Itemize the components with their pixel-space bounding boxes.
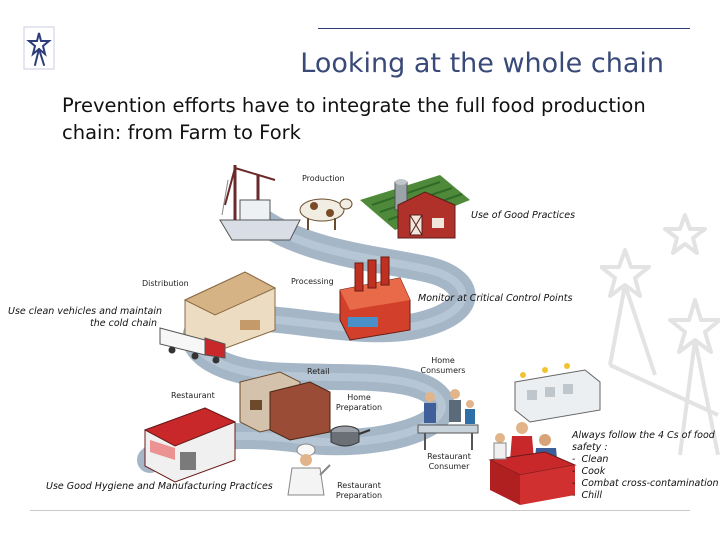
note-good-practices: Use of Good Practices (471, 210, 576, 221)
label-restaurant: Restaurant (171, 391, 215, 400)
label-production: Production (302, 174, 345, 183)
food-chain-illustration (0, 160, 720, 510)
stars-watermark-icon (599, 205, 720, 465)
logo-icon (22, 25, 56, 71)
restaurant-diners-icon (488, 422, 577, 505)
farm-barn-icon (360, 175, 470, 239)
label-restaurant-consumer: Restaurant Consumer (427, 452, 471, 471)
label-processing: Processing (291, 277, 334, 286)
label-home-consumers: Home Consumers (420, 356, 466, 375)
restaurant-building-icon (143, 407, 237, 483)
label-distribution: Distribution (142, 279, 189, 288)
cooking-pot-icon (330, 425, 371, 447)
label-retail: Retail (307, 367, 330, 376)
slide-title: Looking at the whole chain (300, 48, 664, 79)
label-restaurant-preparation: Restaurant Preparation (335, 481, 383, 500)
warehouse-icon (183, 271, 277, 353)
note-critical-control: Monitor at Critical Control Points (418, 293, 573, 304)
label-home-preparation: Home Preparation (335, 393, 383, 412)
four-cs-list: - Clean - Cook - Combat cross-contaminat… (572, 454, 720, 502)
title-rule (318, 28, 690, 29)
kitchen-icon (514, 363, 601, 423)
fishing-boat-icon (219, 165, 301, 241)
chef-icon (287, 443, 331, 496)
cow-icon (299, 198, 353, 230)
four-cs-intro-line1: Always follow the 4 Cs of food (572, 430, 715, 441)
four-cs-item: - Combat cross-contamination (572, 478, 719, 489)
note-cold-chain-line1: Use clean vehicles and maintain (8, 306, 162, 317)
slide-subtitle: Prevention efforts have to integrate the… (62, 94, 646, 144)
bottom-rule (30, 510, 690, 511)
note-cold-chain-line2: the cold chain (90, 318, 158, 329)
note-hygiene: Use Good Hygiene and Manufacturing Pract… (46, 481, 273, 492)
four-cs-item: - Cook (572, 466, 606, 477)
four-cs-item: - Chill (572, 490, 603, 501)
truck-icon (159, 327, 226, 364)
four-cs-item: - Clean (572, 454, 609, 465)
four-cs-intro-line2: safety : (572, 442, 608, 453)
retail-building-icon (239, 371, 331, 441)
family-dining-icon (417, 389, 479, 450)
factory-icon (339, 256, 411, 341)
four-cs-note: Always follow the 4 Cs of food safety : … (572, 430, 720, 502)
